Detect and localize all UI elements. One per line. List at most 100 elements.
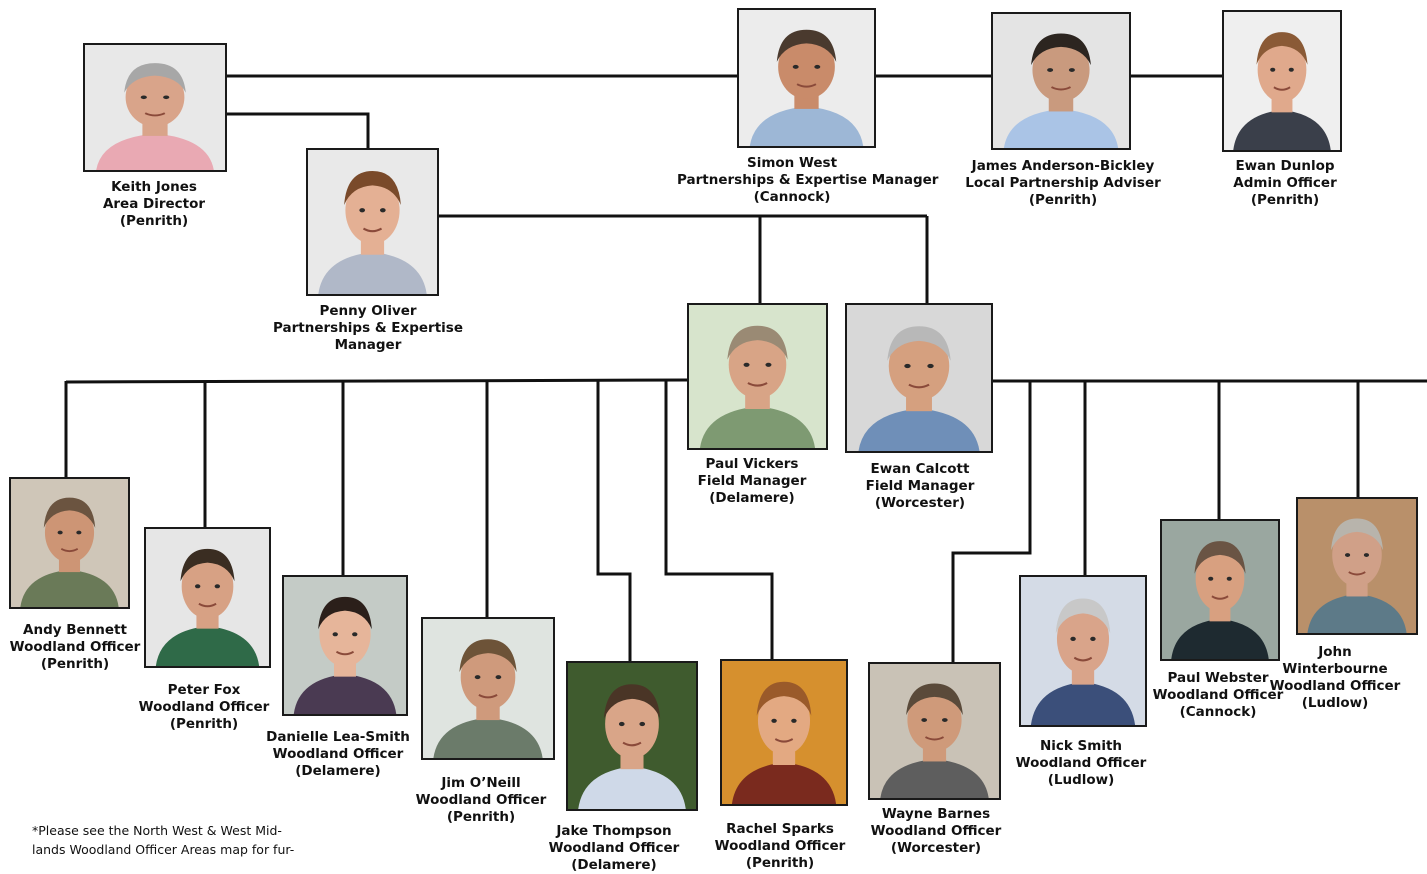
portrait-photo (1160, 519, 1280, 661)
portrait-figure (11, 479, 128, 607)
connector-left-bus (65, 378, 688, 384)
person-role: Woodland Officer (138, 699, 270, 715)
portrait-figure (870, 664, 999, 798)
person-role: Woodland Officer (870, 823, 1002, 839)
person-location: (Cannock) (1179, 704, 1257, 720)
portrait-photo (421, 617, 555, 760)
portrait-photo (737, 8, 876, 148)
person-role: Admin Officer (1233, 175, 1337, 191)
person-name: Danielle Lea-Smith (266, 729, 410, 745)
footnote-line-1: *Please see the North West & West Mid- (32, 823, 282, 838)
footnote: *Please see the North West & West Mid- l… (32, 821, 332, 859)
portrait-figure (993, 14, 1129, 148)
portrait-figure (689, 305, 826, 448)
person-role: Woodland Officer (272, 746, 404, 762)
person-name: Keith Jones (111, 179, 197, 195)
caption: Wayne Barnes Woodland Officer (Worcester… (821, 806, 1051, 857)
caption: Jim O’Neill Woodland Officer (Penrith) (366, 775, 596, 826)
connector-to-rachel-sparks (664, 381, 774, 660)
portrait-figure (847, 305, 991, 451)
person-name: Rachel Sparks (726, 821, 834, 837)
portrait-photo (845, 303, 993, 453)
person-location: (Delamere) (571, 857, 657, 873)
caption: James Anderson-Bickley Local Partnership… (948, 158, 1178, 209)
person-location: (Penrith) (745, 855, 815, 871)
person-role: Woodland Officer (548, 840, 680, 856)
person-role: Woodland Officer (415, 792, 547, 808)
person-role: Local Partnership Adviser (965, 175, 1161, 191)
person-role: Partnerships & Expertise Manager (677, 172, 939, 188)
caption: Ewan Calcott Field Manager (Worcester) (805, 461, 1035, 512)
person-location: (Penrith) (1250, 192, 1320, 208)
portrait-figure (568, 663, 696, 809)
person-location: (Penrith) (40, 656, 110, 672)
person-location: (Cannock) (753, 189, 831, 205)
person-role: Woodland Officer (1015, 755, 1147, 771)
portrait-figure (722, 661, 846, 804)
portrait-figure (85, 45, 225, 170)
caption: Keith Jones Area Director (Penrith) (39, 179, 269, 230)
caption: Penny Oliver Partnerships & Expertise Ma… (253, 303, 483, 354)
person-name: James Anderson-Bickley (971, 158, 1155, 174)
caption: Jake Thompson Woodland Officer (Delamere… (499, 823, 729, 874)
person-role: Woodland Officer (714, 838, 846, 854)
portrait-figure (423, 619, 553, 758)
portrait-photo (1296, 497, 1418, 635)
person-role: Partnerships & Expertise (272, 320, 463, 336)
person-role: Woodland Officer (1269, 678, 1401, 694)
portrait-photo (1222, 10, 1342, 152)
person-name: Ewan Dunlop (1235, 158, 1335, 174)
person-role: Woodland Officer (1152, 687, 1284, 703)
person-name: Paul Webster (1167, 670, 1269, 686)
portrait-figure (308, 150, 437, 294)
person-name: Ewan Calcott (870, 461, 970, 477)
caption: Paul Vickers Field Manager (Delamere) (637, 456, 867, 507)
portrait-figure (146, 529, 269, 666)
portrait-photo (282, 575, 408, 716)
portrait-photo (720, 659, 848, 806)
person-role-line2: Manager (334, 337, 402, 353)
person-location: (Penrith) (119, 213, 189, 229)
person-name: Penny Oliver (319, 303, 417, 319)
caption: Nick Smith Woodland Officer (Ludlow) (966, 738, 1196, 789)
person-role: Field Manager (697, 473, 807, 489)
connector-to-wayne-barnes (951, 381, 1032, 663)
person-role: Area Director (102, 196, 206, 212)
person-role: Woodland Officer (9, 639, 141, 655)
caption: Rachel Sparks Woodland Officer (Penrith) (665, 821, 895, 872)
caption: Simon West Partnerships & Expertise Mana… (677, 155, 939, 206)
portrait-photo (1019, 575, 1147, 727)
caption: Paul Webster Woodland Officer (Cannock) (1103, 670, 1333, 721)
portrait-figure (739, 10, 874, 146)
person-location: (Penrith) (169, 716, 239, 732)
person-name: Wayne Barnes (881, 806, 991, 822)
person-location: (Ludlow) (1301, 695, 1369, 711)
portrait-figure (1021, 577, 1145, 725)
caption: Andy Bennett Woodland Officer (Penrith) (0, 622, 190, 673)
portrait-figure (1298, 499, 1416, 633)
caption: Ewan Dunlop Admin Officer (Penrith) (1170, 158, 1400, 209)
person-name: Simon West (746, 155, 838, 171)
person-name: John (1318, 644, 1352, 660)
caption: Danielle Lea-Smith Woodland Officer (Del… (223, 729, 453, 780)
person-name-line2: Winterbourne (1282, 661, 1388, 677)
portrait-figure (1162, 521, 1278, 659)
portrait-figure (1224, 12, 1340, 150)
person-location: (Worcester) (874, 495, 966, 511)
portrait-photo (991, 12, 1131, 150)
connector-to-jake-thompson (596, 381, 632, 662)
person-name: Andy Bennett (23, 622, 127, 638)
person-role: Field Manager (865, 478, 975, 494)
portrait-photo (566, 661, 698, 811)
person-location: (Penrith) (1028, 192, 1098, 208)
portrait-photo (83, 43, 227, 172)
person-name: Peter Fox (167, 682, 241, 698)
portrait-figure (284, 577, 406, 714)
person-name: Jim O’Neill (441, 775, 521, 791)
portrait-photo (9, 477, 130, 609)
footnote-line-2: lands Woodland Officer Areas map for fur… (32, 842, 295, 857)
person-name: Nick Smith (1039, 738, 1123, 754)
person-location: (Ludlow) (1047, 772, 1115, 788)
connector-keith-to-penny (225, 112, 370, 148)
caption: Peter Fox Woodland Officer (Penrith) (89, 682, 319, 733)
